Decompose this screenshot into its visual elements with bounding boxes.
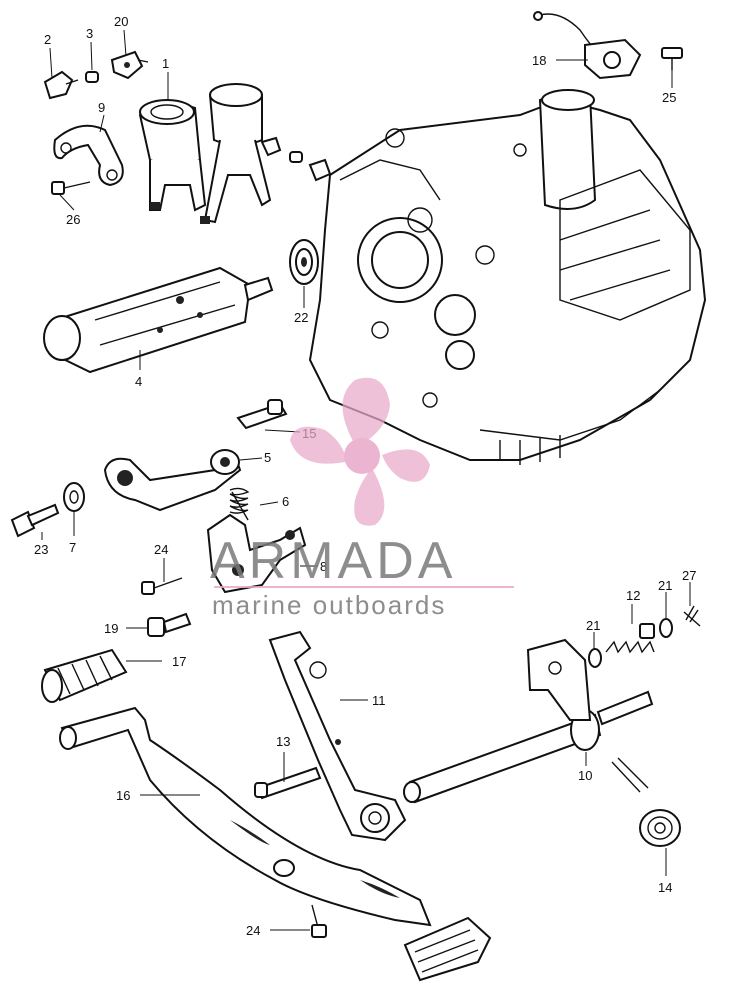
part-11-bracket: [268, 630, 407, 842]
callout-21-a: 21: [586, 618, 600, 633]
callout-2: 2: [44, 32, 51, 47]
part-23-bolt: [10, 503, 60, 538]
part-3-nut: [85, 71, 99, 83]
watermark-divider: [214, 586, 514, 588]
callout-25: 25: [662, 90, 676, 105]
part-6-spring: [229, 487, 250, 521]
callout-6: 6: [282, 494, 289, 509]
callout-18: 18: [532, 53, 546, 68]
part-4-shift-drum: [43, 266, 274, 374]
callout-11: 11: [372, 693, 386, 708]
callout-19: 19: [104, 621, 118, 636]
callout-5: 5: [264, 450, 271, 465]
part-7-washer: [63, 482, 85, 512]
callout-14: 14: [658, 880, 672, 895]
callout-4: 4: [135, 374, 142, 389]
callout-26: 26: [66, 212, 80, 227]
part-14-return-spring: [611, 757, 681, 847]
propeller-logo-icon: [290, 377, 430, 526]
part-5-shift-arm: [103, 449, 242, 512]
part-19-bolt: [147, 612, 192, 637]
watermark-brand: ARMADA: [210, 532, 456, 590]
callout-23: 23: [34, 542, 48, 557]
part-24-bolt-lower: [311, 904, 327, 938]
callout-12: 12: [626, 588, 640, 603]
callout-13: 13: [276, 734, 290, 749]
part-21-washer-a: [588, 648, 602, 668]
callout-24-lower: 24: [246, 923, 260, 938]
part-16-kick-pedal: [59, 706, 492, 982]
part-21-washer-b: [659, 618, 673, 638]
part-24-bolt-upper: [141, 577, 183, 595]
part-12-spring: [605, 623, 655, 654]
leader-lines: [41, 29, 691, 931]
part-15-pin: [236, 399, 288, 430]
crankcase: [308, 89, 707, 465]
part-10-shaft: [403, 638, 654, 804]
part-20-washer: [110, 50, 149, 80]
part-22-bearing: [289, 239, 319, 285]
part-25-bolt: [661, 47, 683, 70]
callout-9: 9: [98, 100, 105, 115]
callout-20: 20: [114, 14, 128, 29]
part-1-shift-forks: [138, 83, 272, 224]
callout-22: 22: [294, 310, 308, 325]
callout-21-b: 21: [658, 578, 672, 593]
armada-watermark: ARMADA marine outboards: [210, 377, 514, 620]
part-27-cotter-pin: [683, 605, 701, 627]
callout-labels: 1 2 3 20 9 26 18 25 22 4 15 5 6 23 7 24 …: [34, 14, 696, 938]
callout-8: 8: [320, 559, 327, 574]
part-18-sensor: [533, 11, 642, 80]
callout-27: 27: [682, 568, 696, 583]
part-13-pin: [254, 766, 322, 800]
part-26-bolt: [51, 181, 91, 195]
callout-10: 10: [578, 768, 592, 783]
part-9-bracket: [53, 124, 124, 187]
watermark-tagline: marine outboards: [212, 590, 446, 620]
part-8-stopper-plate: [206, 513, 307, 594]
small-hardware-cluster: [260, 136, 332, 182]
part-17-rubber: [41, 648, 128, 703]
callout-3: 3: [86, 26, 93, 41]
callout-24-upper: 24: [154, 542, 168, 557]
callout-16: 16: [116, 788, 130, 803]
callout-17: 17: [172, 654, 186, 669]
callout-7: 7: [69, 540, 76, 555]
callout-1: 1: [162, 56, 169, 71]
part-2-bolt: [43, 70, 79, 100]
